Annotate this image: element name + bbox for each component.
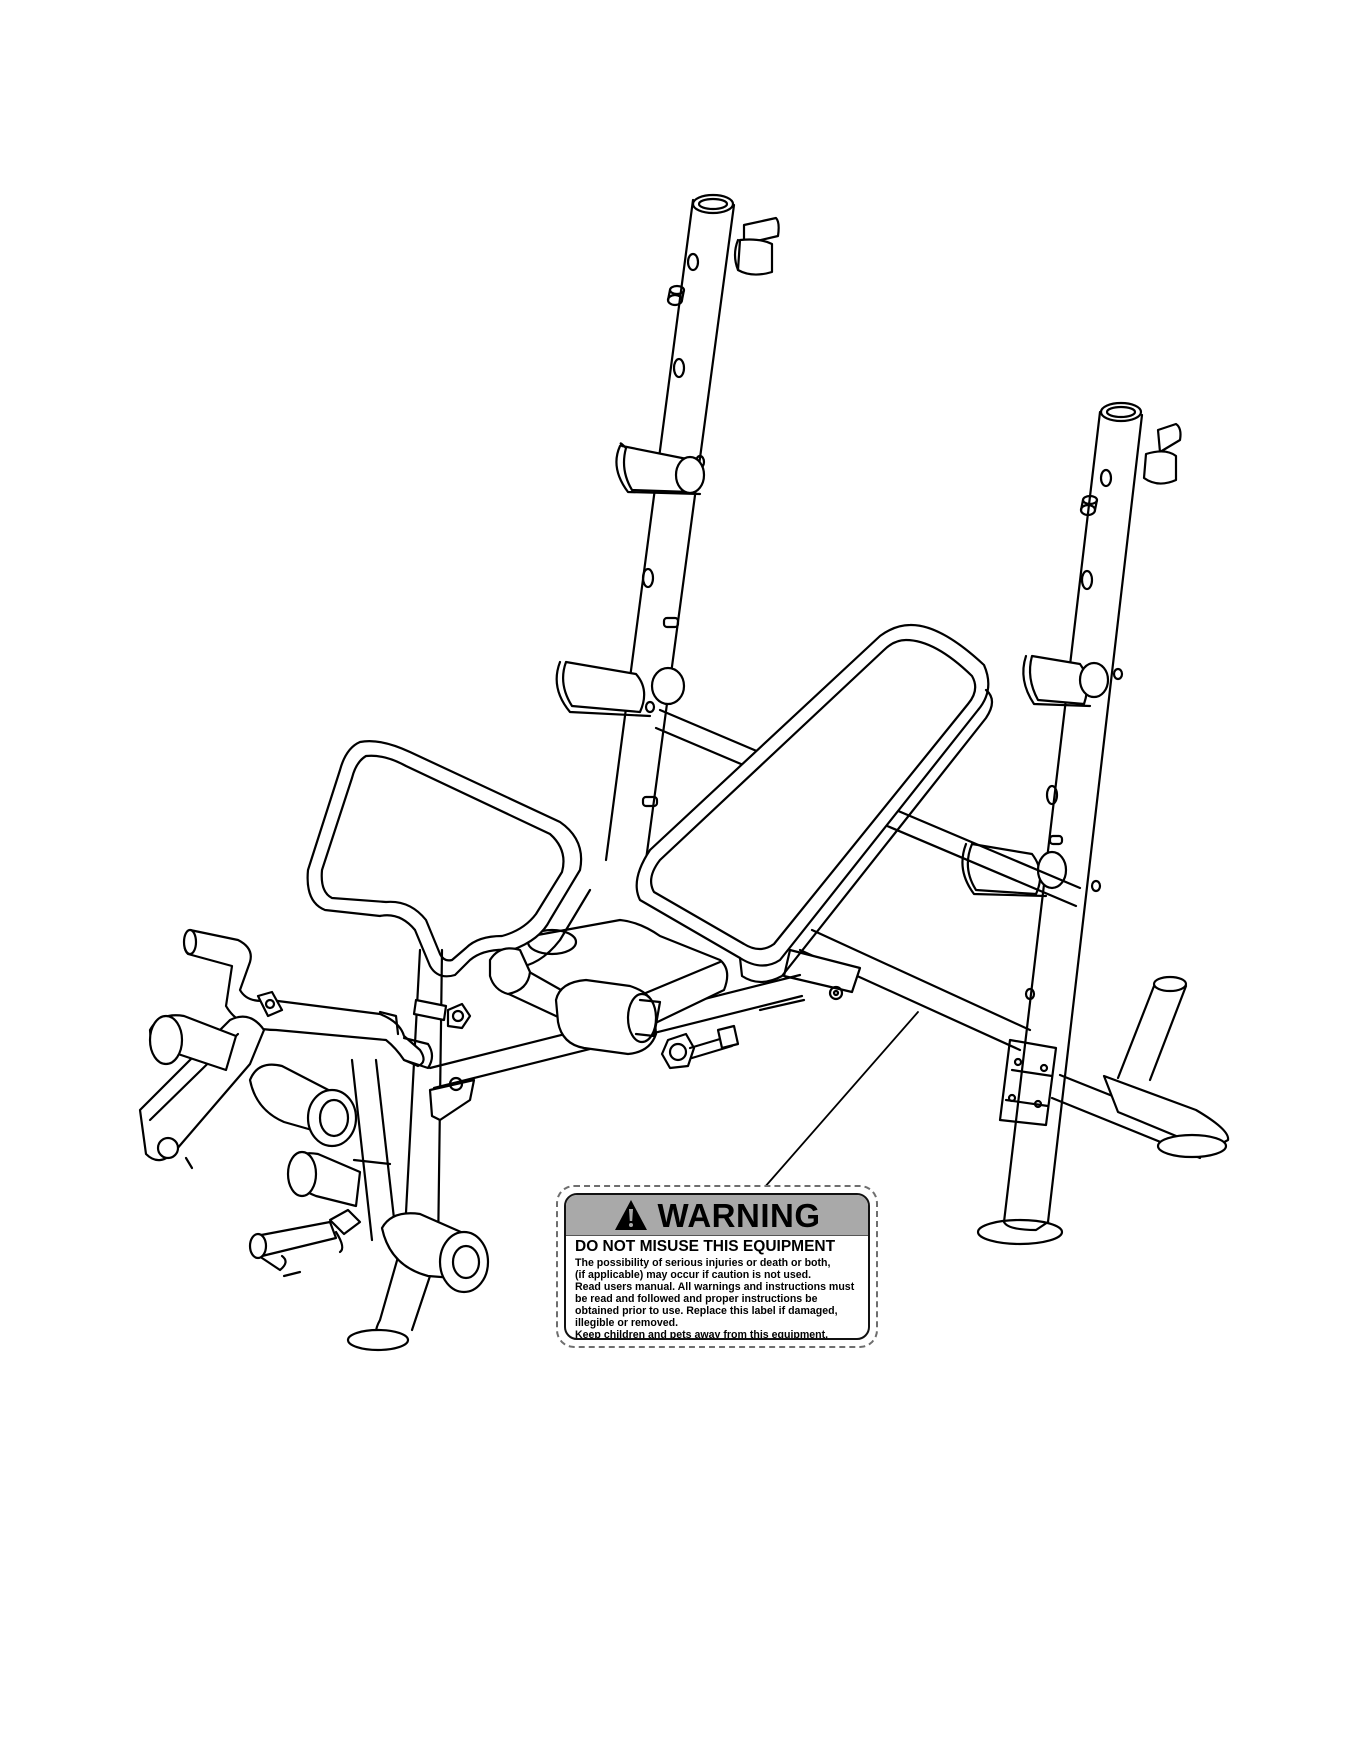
- preacher-curl-pad: [306, 740, 592, 978]
- j-hook: [733, 216, 780, 276]
- warning-label: WARNING DO NOT MISUSE THIS EQUIPMENT The…: [556, 1185, 878, 1348]
- warning-text-line: The possibility of serious injuries or d…: [575, 1256, 831, 1269]
- warning-label-frame: WARNING DO NOT MISUSE THIS EQUIPMENT The…: [564, 1193, 870, 1340]
- j-hook: [961, 842, 1068, 898]
- warning-subtitle: DO NOT MISUSE THIS EQUIPMENT: [575, 1238, 836, 1255]
- backrest-pad: [635, 623, 994, 984]
- label-leader-line: [763, 1011, 919, 1189]
- pivot-roller: [554, 978, 662, 1056]
- j-hook: [615, 442, 706, 496]
- warning-header: WARNING: [566, 1195, 868, 1236]
- warning-triangle-icon: [614, 1200, 647, 1230]
- warning-text-line: (if applicable) may occur if caution is …: [575, 1268, 812, 1281]
- warning-text-line: Keep children and pets away from this eq…: [575, 1329, 829, 1340]
- pivot-roller: [488, 947, 532, 996]
- front-upright: [346, 948, 476, 1352]
- rear-right-upright: [976, 401, 1144, 1246]
- j-hook: [1022, 654, 1110, 708]
- warning-text-line: obtained prior to use. Replace this labe…: [575, 1304, 838, 1317]
- j-hook: [1142, 422, 1182, 485]
- warning-title: WARNING: [657, 1196, 821, 1234]
- warning-text-line: illegible or removed.: [575, 1316, 679, 1329]
- leg-developer: [138, 928, 490, 1294]
- warning-body: The possibility of serious injuries or d…: [566, 1256, 868, 1340]
- plate-storage-post: [1102, 975, 1230, 1159]
- adjustment-knob: [660, 1024, 740, 1070]
- warning-text-line: be read and followed and proper instruct…: [575, 1292, 818, 1305]
- warning-text-line: Read users manual. All warnings and inst…: [575, 1280, 855, 1293]
- j-hook: [555, 660, 686, 718]
- rear-left-upright: [604, 193, 736, 862]
